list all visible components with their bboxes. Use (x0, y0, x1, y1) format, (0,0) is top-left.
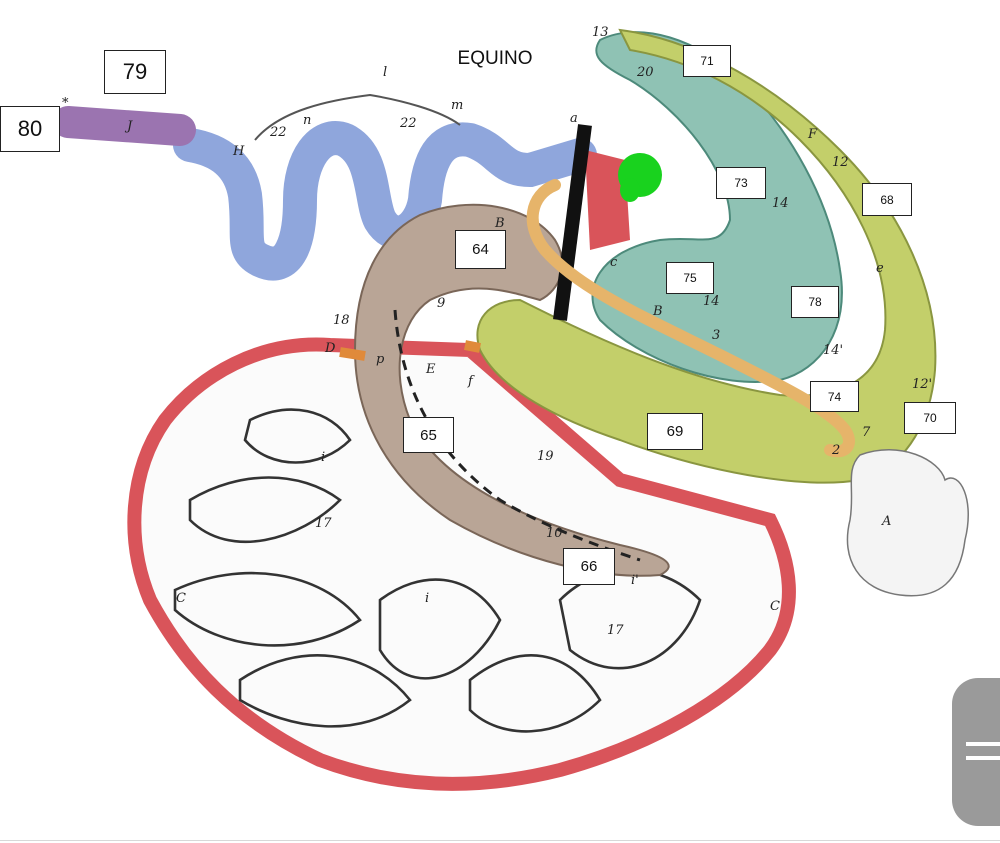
ink-i3: i' (631, 573, 639, 588)
ink-14a: 14 (772, 196, 789, 211)
diagram-title: EQUINO (457, 48, 533, 69)
ink-n: n (303, 113, 311, 128)
label-74[interactable]: 74 (810, 381, 859, 412)
label-68[interactable]: 68 (862, 183, 912, 216)
label-64[interactable]: 64 (455, 230, 506, 269)
ink-9: 9 (437, 296, 445, 311)
ink-10: 10 (546, 526, 563, 541)
side-panel-handle[interactable] (952, 678, 1000, 826)
handle-grip-line-1 (966, 742, 1000, 746)
label-80[interactable]: 80 (0, 106, 60, 152)
label-73[interactable]: 73 (716, 167, 766, 199)
ink-B: B (652, 304, 663, 319)
ink-E: E (425, 362, 436, 377)
ink-22b: 22 (399, 116, 417, 131)
label-66[interactable]: 66 (563, 548, 615, 585)
ink-C2: C (770, 599, 780, 614)
ink-17b: 17 (607, 623, 624, 638)
label-65[interactable]: 65 (403, 417, 454, 453)
ink-e: e (876, 261, 884, 276)
ink-14b: 14 (703, 294, 720, 309)
bottom-divider (0, 840, 1000, 841)
label-75[interactable]: 75 (666, 262, 714, 294)
mesentery-fan (127, 337, 796, 791)
colon-teal (591, 31, 843, 383)
colon-yellow (476, 28, 937, 484)
cecum (353, 203, 670, 577)
ink-i2: i (425, 591, 429, 606)
ink-12: 12 (832, 155, 849, 170)
ink-7: 7 (862, 425, 871, 440)
ink-l: l (383, 65, 387, 80)
ink-19: 19 (537, 449, 554, 464)
ileum (52, 106, 196, 146)
label-79[interactable]: 79 (104, 50, 166, 94)
ink-i1: i (321, 450, 325, 465)
mesentery-loops (173, 408, 702, 733)
label-71[interactable]: 71 (683, 45, 731, 77)
vessel (526, 179, 855, 458)
ink-J: J (124, 119, 133, 134)
ink-H: H (232, 144, 245, 159)
ink-22a: 22 (269, 125, 287, 140)
ink-18: 18 (333, 313, 350, 328)
ink-C1: C (176, 591, 186, 606)
ink-m: m (451, 98, 463, 113)
ink-12b: 12' (912, 377, 932, 392)
ink-13: 13 (592, 25, 609, 40)
ink-F: F (807, 127, 818, 142)
ink-c: c (610, 255, 618, 270)
ink-14c: 14' (823, 343, 843, 358)
handle-grip-line-2 (966, 756, 1000, 760)
ink-2: 2 (831, 443, 840, 458)
jejunum (173, 121, 597, 281)
ink-f: f (467, 374, 475, 389)
sac-A (846, 449, 969, 597)
ink-3: 3 (712, 328, 720, 343)
ink-20: 20 (636, 65, 654, 80)
label-69[interactable]: 69 (647, 413, 703, 450)
label-70[interactable]: 70 (904, 402, 956, 434)
label-78[interactable]: 78 (791, 286, 839, 318)
ink-p: p (376, 352, 385, 367)
ink-star: * (62, 96, 69, 111)
ink-17a: 17 (315, 516, 332, 531)
ink-a: a (570, 111, 578, 126)
ink-B2: B (494, 216, 505, 231)
ink-A: A (881, 514, 891, 529)
ink-D: D (324, 341, 336, 356)
